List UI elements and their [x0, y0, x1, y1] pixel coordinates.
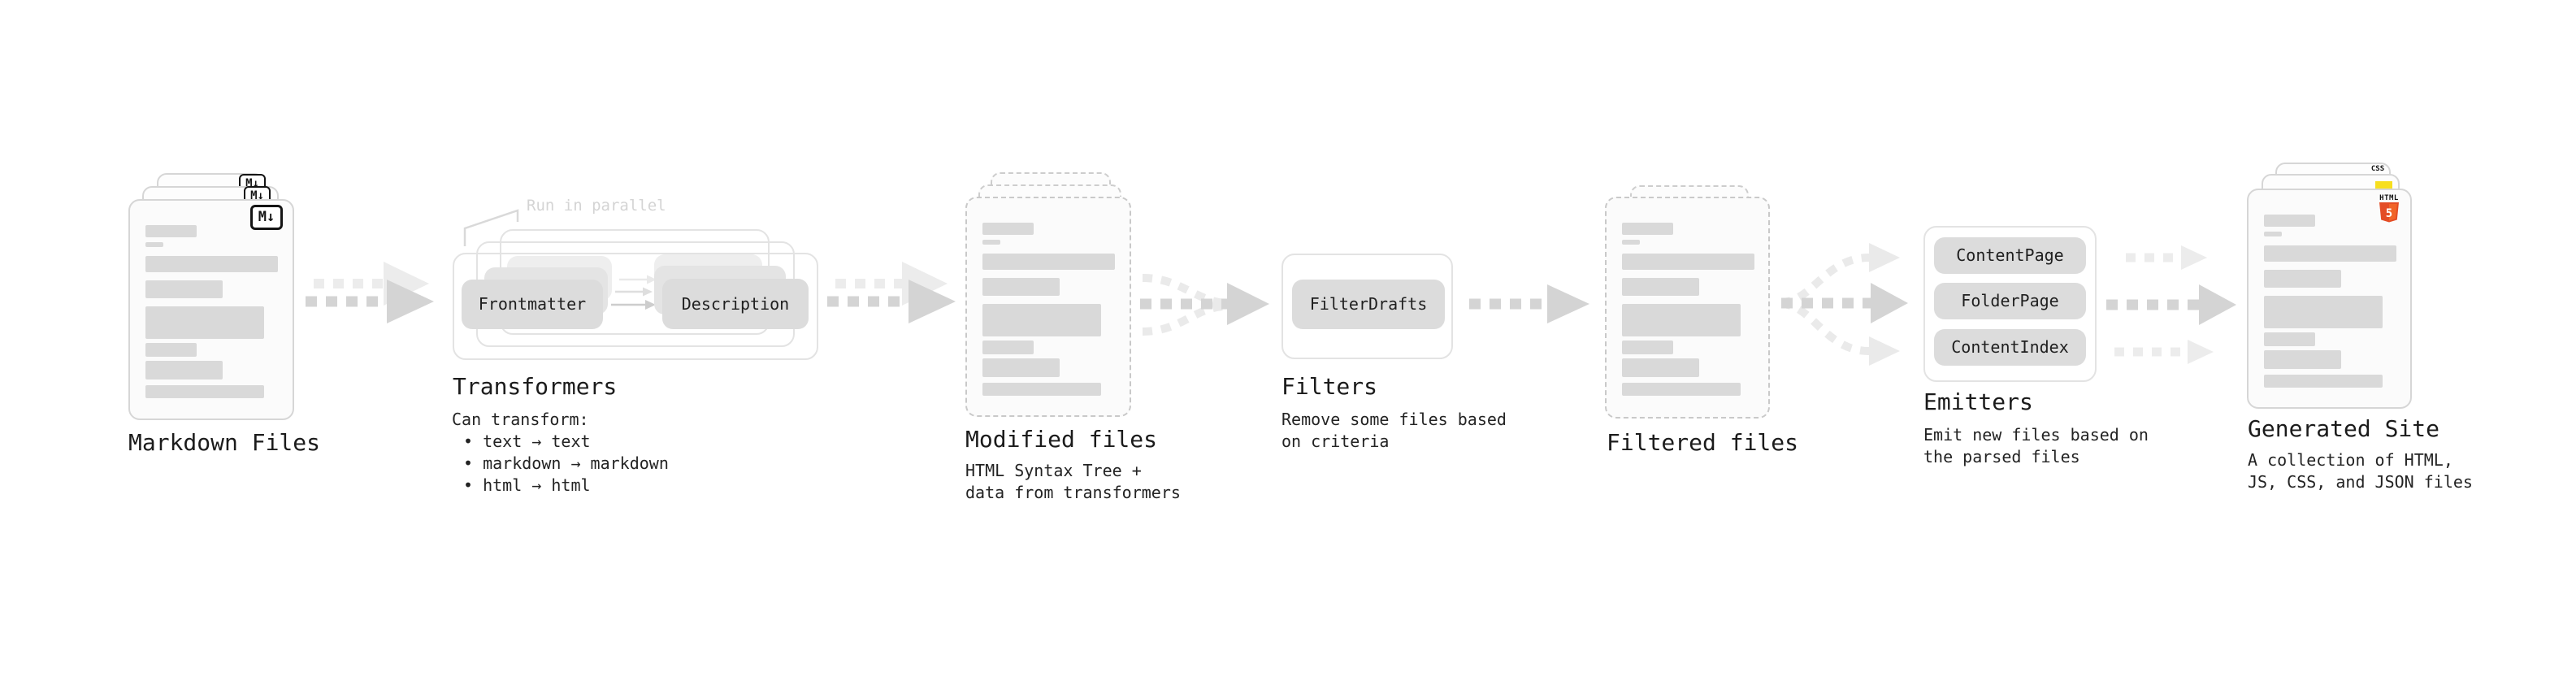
transformer-container: [453, 253, 818, 360]
placeholder-line: [1622, 254, 1754, 270]
subtitle-line: Emit new files based on: [1923, 425, 2149, 445]
emitters-subtitle: Emit new files based on the parsed files: [1923, 424, 2149, 468]
modified-file-card: [965, 197, 1131, 417]
placeholder-line: [145, 385, 264, 398]
modified-files-subtitle: HTML Syntax Tree + data from transformer…: [965, 460, 1181, 504]
filters-label: Filters: [1281, 373, 1378, 400]
filtered-files-label: Filtered files: [1607, 429, 1799, 456]
placeholder-line: [982, 340, 1034, 354]
placeholder-line: [1622, 383, 1741, 396]
subtitle-line: • html → html: [463, 475, 591, 495]
transformers-subtitle: Can transform: • text → text • markdown …: [452, 409, 669, 497]
filters-subtitle: Remove some files based on criteria: [1281, 409, 1507, 453]
emitters-container: [1923, 226, 2097, 382]
markdown-icon: M↓: [250, 205, 283, 230]
emitters-label: Emitters: [1923, 388, 2033, 415]
placeholder-line: [2264, 270, 2341, 288]
placeholder-line: [145, 361, 223, 380]
placeholder-line: [145, 225, 197, 237]
arrow-markdown-to-transformers: [306, 262, 434, 323]
run-in-parallel-annotation: Run in parallel: [527, 197, 666, 215]
arrow-modified-to-filters: [1140, 274, 1269, 336]
subtitle-line: Can transform:: [452, 410, 589, 429]
subtitle-line: • markdown → markdown: [463, 453, 669, 473]
subtitle-line: A collection of HTML,: [2248, 450, 2453, 470]
placeholder-line: [2264, 350, 2341, 369]
markdown-file-card: M↓: [128, 199, 294, 420]
filters-container: [1281, 254, 1453, 359]
html5-icon: HTML 5: [2378, 194, 2400, 223]
contentindex-box: ContentIndex: [1934, 329, 2086, 366]
placeholder-line: [1622, 223, 1673, 235]
placeholder-line: [1622, 278, 1699, 296]
subtitle-line: on criteria: [1281, 432, 1390, 451]
filterdrafts-box: FilterDrafts: [1292, 280, 1445, 329]
subtitle-line: the parsed files: [1923, 447, 2080, 466]
frontmatter-box: Frontmatter: [462, 280, 603, 329]
transformers-label: Transformers: [453, 373, 618, 400]
generated-file-card: HTML 5: [2247, 189, 2412, 409]
css-label: CSS: [2370, 165, 2385, 173]
annotation-leader-line: [463, 209, 519, 246]
placeholder-line: [1622, 240, 1640, 245]
html5-number: 5: [2386, 207, 2392, 220]
html5-word: HTML: [2379, 194, 2399, 202]
arrow-transformers-to-modified: [827, 262, 956, 323]
placeholder-line: [1622, 304, 1741, 336]
placeholder-line: [2264, 232, 2282, 236]
placeholder-line: [2264, 296, 2383, 328]
placeholder-line: [145, 306, 264, 339]
subtitle-line: Remove some files based: [1281, 410, 1507, 429]
subtitle-line: data from transformers: [965, 483, 1181, 502]
arrow-filtered-to-emitters: [1780, 243, 1908, 366]
folderpage-box: FolderPage: [1934, 283, 2086, 319]
placeholder-line: [982, 223, 1034, 235]
arrow-filters-to-filtered: [1469, 284, 1589, 323]
generated-site-label: Generated Site: [2248, 415, 2440, 442]
filtered-file-card: [1605, 197, 1770, 419]
arrow-emitters-to-generated: [2106, 245, 2236, 364]
subtitle-line: HTML Syntax Tree +: [965, 461, 1142, 480]
modified-files-label: Modified files: [965, 426, 1158, 453]
transform-flow-arrows: [611, 275, 657, 310]
placeholder-line: [982, 240, 1000, 245]
subtitle-line: JS, CSS, and JSON files: [2248, 472, 2473, 492]
placeholder-line: [982, 278, 1060, 296]
placeholder-line: [2264, 215, 2315, 227]
contentpage-box: ContentPage: [1934, 237, 2086, 274]
placeholder-line: [145, 280, 223, 298]
placeholder-line: [982, 254, 1115, 270]
placeholder-line: [145, 256, 278, 272]
placeholder-line: [1622, 340, 1673, 354]
generated-site-subtitle: A collection of HTML, JS, CSS, and JSON …: [2248, 449, 2473, 493]
placeholder-line: [1622, 358, 1699, 377]
markdown-files-label: Markdown Files: [128, 429, 321, 456]
placeholder-line: [145, 343, 197, 357]
placeholder-line: [2264, 375, 2383, 388]
placeholder-line: [2264, 332, 2315, 346]
placeholder-line: [2264, 245, 2396, 262]
placeholder-line: [145, 242, 163, 247]
placeholder-line: [982, 358, 1060, 377]
placeholder-line: [982, 383, 1101, 396]
placeholder-line: [982, 304, 1101, 336]
subtitle-line: • text → text: [463, 432, 591, 451]
description-box: Description: [662, 279, 809, 329]
